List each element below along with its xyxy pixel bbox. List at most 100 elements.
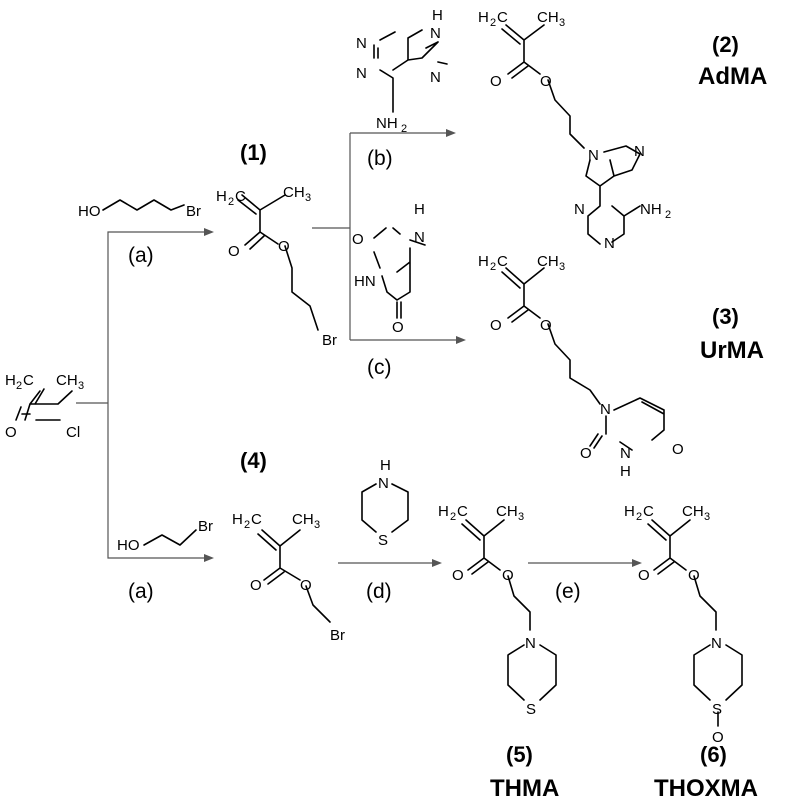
compound-5-structure: H 2 C CH 3 O O N S [438,503,557,718]
svg-text:3: 3 [518,511,524,523]
reagent-thiomorpholine: H N S [361,457,409,549]
svg-text:C: C [251,511,262,528]
svg-text:H: H [232,511,243,528]
condition-b: (b) [367,147,393,170]
svg-text:Br: Br [322,332,337,349]
svg-text:HO: HO [117,537,140,554]
reagent-bromoethanol: HO Br [117,518,213,554]
svg-text:O: O [452,567,464,584]
svg-text:CH: CH [292,511,314,528]
svg-text:O: O [278,238,290,255]
compound-3-structure: H 2 C CH 3 O O N O N H O [478,253,684,480]
svg-text:N: N [414,229,425,246]
compound-5-name: THMA [490,775,559,802]
svg-text:O: O [228,243,240,260]
svg-text:N: N [634,143,645,160]
atom-cl: Cl [66,424,80,441]
svg-text:O: O [352,231,364,248]
condition-a-bottom: (a) [128,580,154,603]
svg-text:O: O [540,317,552,334]
compound-4-structure: H 2 C CH 3 O O Br [232,511,345,644]
svg-text:N: N [600,401,611,418]
svg-text:2: 2 [490,17,496,29]
svg-text:N: N [525,635,536,652]
svg-text:3: 3 [78,380,84,392]
svg-text:3: 3 [704,511,710,523]
compound-5-label: (5) [506,742,533,767]
svg-text:O: O [540,73,552,90]
svg-text:2: 2 [244,519,250,531]
reagent-adenine: N N N H N NH 2 [356,7,448,135]
svg-text:S: S [526,701,536,718]
compound-2-label: (2) [712,32,739,57]
svg-text:CH: CH [537,9,559,26]
svg-text:Br: Br [186,203,201,220]
condition-c: (c) [367,356,392,379]
svg-text:O: O [300,577,312,594]
svg-text:C: C [643,503,654,520]
compound-6-structure: H 2 C CH 3 O O N S O [624,503,743,746]
svg-text:N: N [430,25,441,42]
compound-6-name: THOXMA [654,775,758,802]
condition-a-top: (a) [128,244,154,267]
svg-text:2: 2 [490,261,496,273]
methacryloyl-chloride: H 2 C CH 3 O Cl [5,372,84,441]
svg-text:C: C [497,9,508,26]
svg-text:O: O [502,567,514,584]
svg-text:O: O [712,729,724,746]
svg-text:H: H [478,253,489,270]
reagent-uracil: H N O HN O [352,201,426,336]
svg-text:NH: NH [640,201,662,218]
svg-text:O: O [490,317,502,334]
svg-text:C: C [23,372,34,389]
svg-text:NH: NH [376,115,398,132]
svg-text:CH: CH [537,253,559,270]
svg-text:HO: HO [78,203,101,220]
svg-text:3: 3 [559,261,565,273]
svg-text:O: O [638,567,650,584]
svg-text:CH: CH [682,503,704,520]
condition-d: (d) [366,580,392,603]
svg-text:O: O [490,73,502,90]
svg-text:H: H [438,503,449,520]
svg-text:O: O [672,441,684,458]
svg-text:N: N [588,147,599,164]
svg-text:3: 3 [559,17,565,29]
svg-text:H: H [414,201,425,218]
svg-text:C: C [497,253,508,270]
svg-text:N: N [356,65,367,82]
svg-text:N: N [356,35,367,52]
reagent-bromopropanol: HO Br [78,199,201,220]
compound-6-label: (6) [700,742,727,767]
svg-text:O: O [580,445,592,462]
svg-text:H: H [478,9,489,26]
svg-text:CH: CH [283,184,305,201]
svg-text:3: 3 [314,519,320,531]
svg-text:H: H [432,7,443,24]
svg-text:H: H [216,188,227,205]
compound-3-label: (3) [712,304,739,329]
svg-text:N: N [711,635,722,652]
svg-text:O: O [250,577,262,594]
svg-text:O: O [688,567,700,584]
reaction-arrows [76,129,642,567]
compound-3-name: UrMA [700,337,764,364]
svg-text:N: N [378,475,389,492]
svg-text:N: N [430,69,441,86]
svg-text:Br: Br [330,627,345,644]
svg-text:N: N [604,235,615,252]
compound-1-label: (1) [240,140,267,165]
compound-4-label: (4) [240,448,267,473]
svg-text:2: 2 [665,209,671,221]
compound-2-name: AdMA [698,63,767,90]
atom-o: O [5,424,17,441]
svg-text:H: H [380,457,391,474]
condition-e: (e) [555,580,581,603]
atom-ch3: CH [56,372,78,389]
svg-text:H: H [620,463,631,480]
svg-text:S: S [378,532,388,549]
svg-text:HN: HN [354,273,376,290]
svg-text:3: 3 [305,192,311,204]
svg-text:S: S [712,701,722,718]
